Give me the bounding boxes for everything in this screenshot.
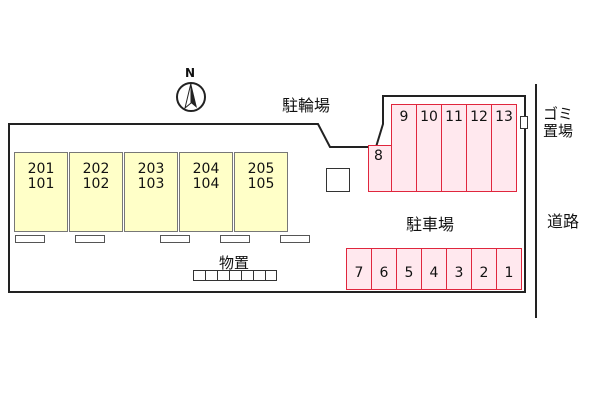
road-label: 道路 [547, 212, 580, 231]
unit-number-upper: 201 [27, 161, 55, 177]
bicycle-parking-label: 駐輪場 [282, 96, 331, 115]
parking-space-11: 11 [441, 104, 467, 192]
garbage-label-line2: 置場 [543, 122, 574, 140]
garbage-label-line1: ゴミ [543, 105, 574, 123]
parking-space-8: 8 [368, 145, 392, 192]
unit-number-lower: 103 [137, 176, 165, 192]
lot-boundary [8, 95, 526, 293]
unit-block-205-105: 205 105 [234, 152, 288, 232]
unit-block-202-102: 202 102 [69, 152, 123, 232]
entrance-step [15, 235, 45, 243]
north-arrow-icon [176, 82, 206, 112]
unit-number-lower: 102 [82, 176, 110, 192]
parking-space-4: 4 [421, 248, 447, 290]
entrance-step [220, 235, 250, 243]
parking-space-9: 9 [391, 104, 417, 192]
unit-number-upper: 204 [192, 161, 220, 177]
parking-space-13: 13 [491, 104, 517, 192]
parking-space-10: 10 [416, 104, 442, 192]
entrance-step [160, 235, 190, 243]
unit-number-upper: 205 [247, 161, 275, 177]
entrance-step [75, 235, 105, 243]
entrance-step [280, 235, 310, 243]
unit-block-201-101: 201 101 [14, 152, 68, 232]
unit-block-203-103: 203 103 [124, 152, 178, 232]
parking-space-12: 12 [466, 104, 492, 192]
parking-space-2: 2 [471, 248, 497, 290]
compass-north-letter: N [185, 66, 196, 80]
parking-space-1: 1 [496, 248, 522, 290]
unit-number-upper: 203 [137, 161, 165, 177]
unit-number-lower: 105 [247, 176, 275, 192]
storage-shed [193, 270, 277, 281]
parking-space-3: 3 [446, 248, 472, 290]
parking-space-5: 5 [396, 248, 422, 290]
parking-space-7: 7 [346, 248, 372, 290]
garbage-box [520, 116, 528, 129]
unit-number-upper: 202 [82, 161, 110, 177]
unit-number-lower: 101 [27, 176, 55, 192]
storage-label: 物置 [219, 254, 250, 272]
parking-lot-label: 駐車場 [406, 215, 455, 234]
unit-block-204-104: 204 104 [179, 152, 233, 232]
bicycle-parking-box [326, 168, 350, 192]
parking-space-6: 6 [371, 248, 397, 290]
unit-number-lower: 104 [192, 176, 220, 192]
